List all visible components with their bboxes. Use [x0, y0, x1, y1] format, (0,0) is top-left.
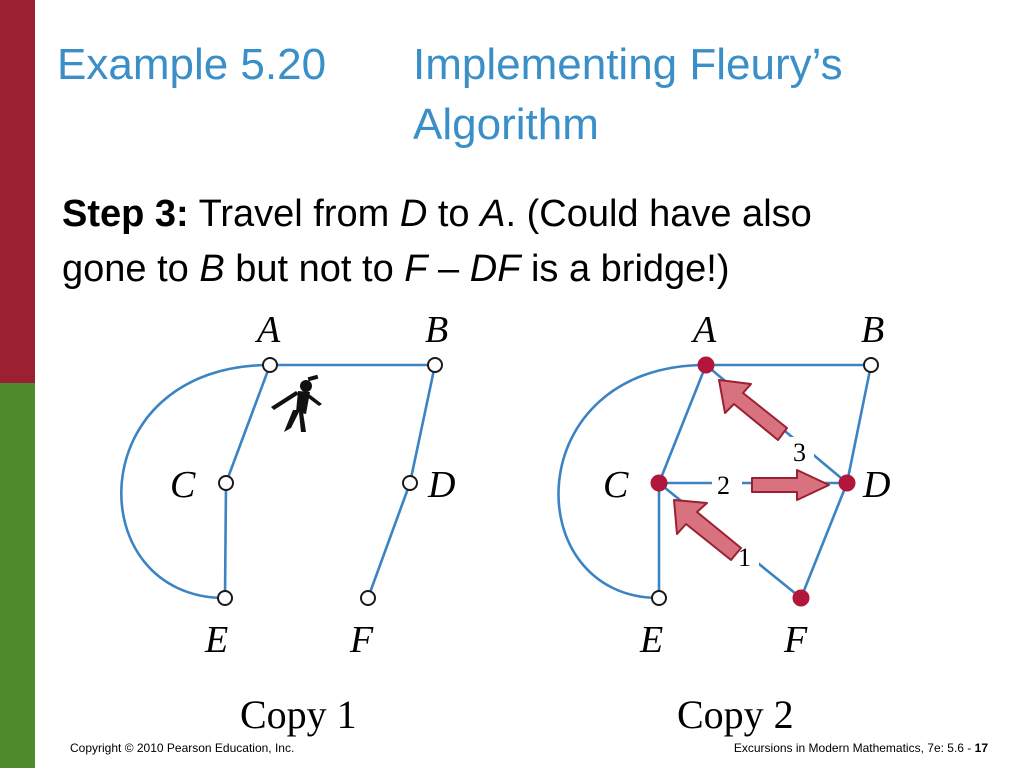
- body-vertex-d: D: [399, 193, 428, 235]
- vertex-a: [262, 357, 278, 373]
- edge-c-e: [223, 482, 228, 599]
- slide-title-line1: Implementing Fleury’s: [413, 40, 843, 89]
- footer-page-number: 17: [974, 741, 988, 755]
- label-b: B: [861, 309, 884, 351]
- step-label: Step 3:: [62, 193, 189, 235]
- vertex-f-visited: [792, 589, 810, 607]
- label-f: F: [349, 619, 374, 661]
- vertex-c: [218, 475, 234, 491]
- label-e: E: [204, 619, 228, 661]
- copy2-graph: 1 2 3 A B C D E F Copy 2: [557, 309, 890, 737]
- body-vertex-b: B: [199, 248, 225, 290]
- arrow-d-to-a: [718, 379, 788, 441]
- edge-b-d: [845, 364, 873, 484]
- footer-source-text: Excursions in Modern Mathematics, 7e: 5.…: [733, 741, 975, 755]
- label-b: B: [425, 309, 448, 351]
- vertex-e: [217, 590, 233, 606]
- edge-number-2: 2: [717, 471, 730, 500]
- vertex-e: [651, 590, 667, 606]
- body-seg: gone to: [62, 248, 200, 290]
- body-seg: Travel from: [188, 193, 400, 235]
- body-seg: but not to: [224, 248, 405, 290]
- body-line-1: Step 3: Travel from D to A. (Could have …: [62, 190, 812, 238]
- slide-title-example: Example 5.20: [57, 40, 327, 89]
- caption-copy1: Copy 1: [240, 692, 357, 737]
- vertex-c-visited: [650, 474, 668, 492]
- body-vertex-f: F: [404, 248, 428, 290]
- copy1-graph: A B C D E F Copy 1: [120, 309, 455, 737]
- vertex-d: [402, 475, 418, 491]
- body-edge-df: DF: [469, 248, 521, 290]
- label-d: D: [862, 464, 890, 506]
- vertex-f: [360, 590, 376, 606]
- label-a: A: [690, 309, 717, 351]
- body-line-2: gone to B but not to F – DF is a bridge!…: [62, 245, 730, 293]
- edge-a-e: [120, 363, 271, 600]
- edge-number-bg: [712, 470, 742, 498]
- body-vertex-a: A: [480, 193, 506, 235]
- vertex-b: [863, 357, 879, 373]
- edge-a-c: [657, 364, 708, 484]
- label-c: C: [603, 464, 629, 506]
- vertex-d-visited: [838, 474, 856, 492]
- edge-number-bg: [788, 437, 814, 465]
- slide-title-line2: Algorithm: [413, 100, 599, 149]
- vertex-a-visited: [697, 356, 715, 374]
- left-accent-bar-green: [0, 383, 35, 768]
- arrow-f-to-c: [673, 499, 742, 561]
- edge-a-e: [557, 363, 707, 600]
- edge-d-f: [799, 482, 849, 599]
- edge-number-1: 1: [738, 543, 751, 572]
- edge-number-3: 3: [793, 438, 806, 467]
- label-a: A: [254, 309, 281, 351]
- left-accent-bar-red: [0, 0, 35, 383]
- caption-copy2: Copy 2: [677, 692, 794, 737]
- body-seg: to: [427, 193, 481, 235]
- footer-source: Excursions in Modern Mathematics, 7e: 5.…: [734, 741, 988, 755]
- edge-a-c: [224, 364, 272, 484]
- body-seg: is a bridge!): [520, 248, 730, 290]
- body-seg: . (Could have also: [505, 193, 812, 235]
- edge-d-f: [366, 482, 412, 599]
- vertex-b: [427, 357, 443, 373]
- edge-b-d: [408, 364, 437, 484]
- label-d: D: [427, 464, 455, 506]
- arrow-c-to-d: [751, 469, 830, 501]
- label-c: C: [170, 464, 196, 506]
- label-e: E: [639, 619, 663, 661]
- body-seg: –: [427, 248, 470, 290]
- label-f: F: [783, 619, 808, 661]
- walker-icon: [271, 374, 322, 432]
- footer-copyright: Copyright © 2010 Pearson Education, Inc.: [70, 741, 295, 755]
